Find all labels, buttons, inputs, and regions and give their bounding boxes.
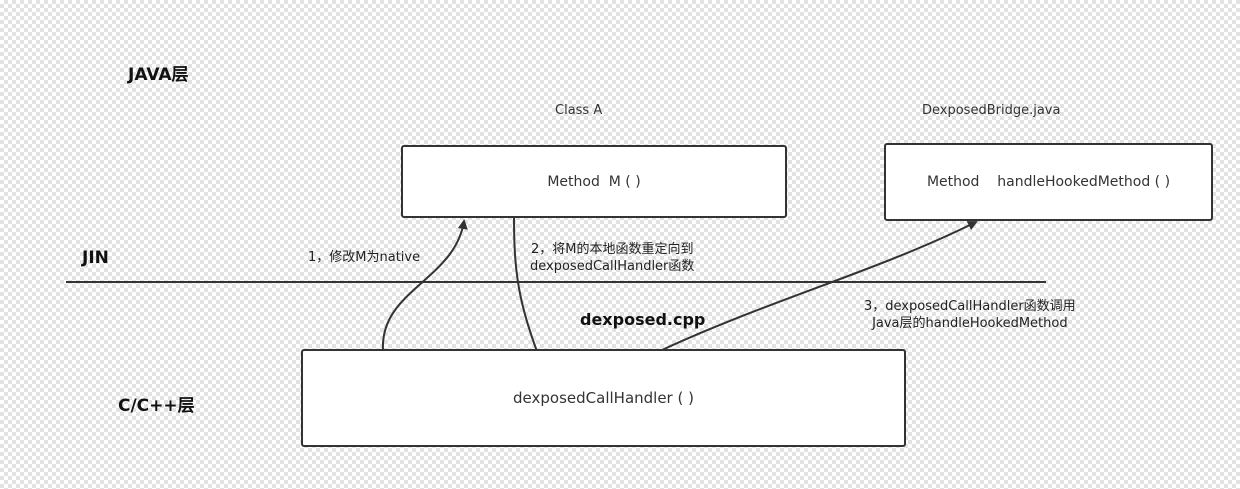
native-module-title: dexposed.cpp: [580, 310, 706, 329]
bridge-title: DexposedBridge.java: [922, 103, 1061, 118]
step1-text: 1，修改M为native: [308, 250, 421, 265]
arrow-call-java: [661, 221, 978, 351]
step1-caption: 1，修改M为native: [308, 249, 420, 266]
class-a-method-box: Method M ( ): [401, 145, 787, 218]
step3-text-line2: Java层的handleHookedMethod: [872, 316, 1068, 331]
step2-caption: 2，将M的本地函数重定向到 dexposedCallHandler函数: [530, 241, 694, 275]
step3-caption: 3，dexposedCallHandler函数调用 Java层的handleHo…: [864, 298, 1076, 332]
step2-text-line1: 2，将M的本地函数重定向到: [530, 242, 694, 257]
java-layer-label: JAVA层: [128, 65, 189, 85]
class-a-title: Class A: [555, 103, 603, 118]
native-handler-box: dexposedCallHandler ( ): [301, 349, 906, 447]
native-layer-label: C/C++层: [118, 396, 195, 416]
jin-layer-label: JIN: [82, 248, 109, 268]
class-a-method-label: Method M ( ): [547, 173, 641, 190]
bridge-method-box: Method handleHookedMethod ( ): [884, 143, 1213, 221]
bridge-method-label: Method handleHookedMethod ( ): [926, 174, 1171, 190]
arrow-modify-native: [381, 219, 468, 351]
step2-text-line2: dexposedCallHandler函数: [530, 259, 695, 274]
native-handler-label: dexposedCallHandler ( ): [513, 389, 694, 407]
step3-text-line1: 3，dexposedCallHandler函数调用: [864, 299, 1076, 314]
